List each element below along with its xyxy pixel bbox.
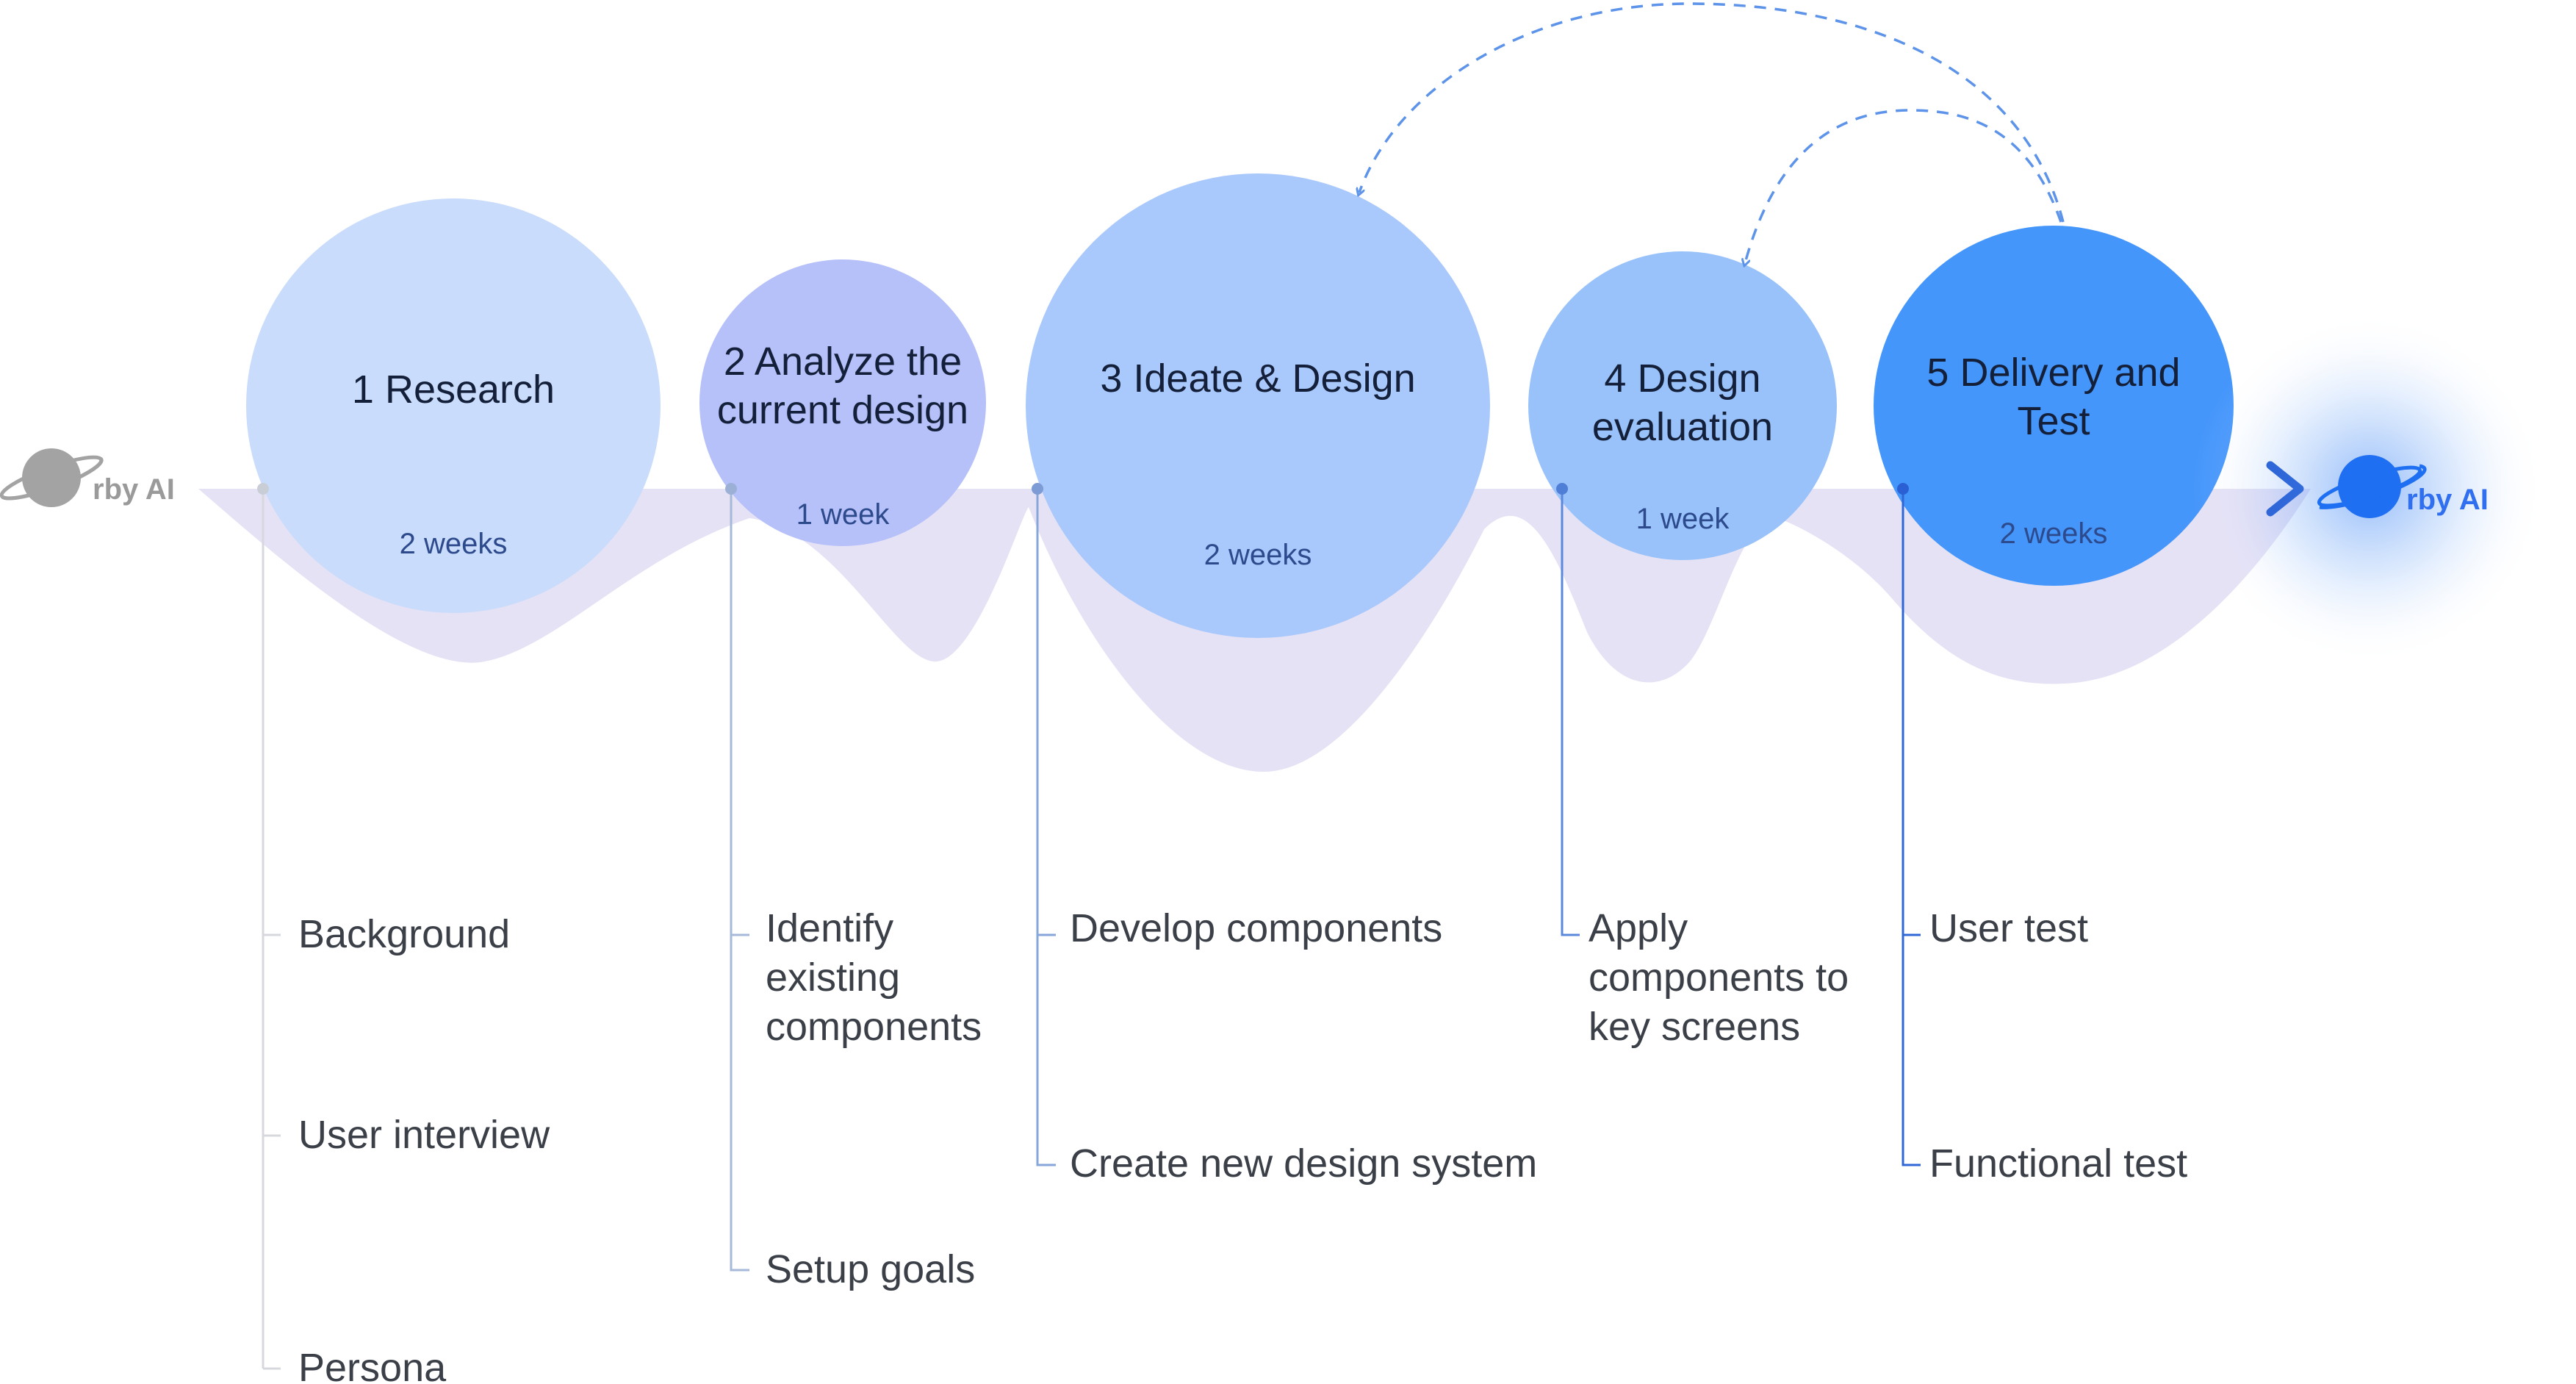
phase-circle-evaluation [1528,251,1837,560]
phase-title-evaluation-line-2: evaluation [1591,405,1774,449]
phase-duration-delivery: 2 weeks [1999,517,2108,550]
planet-end-icon [2317,455,2427,518]
task-functional-test: Functional test [1929,1141,2188,1186]
phase-title-analyze: 2 Analyze the current design [717,337,968,434]
phase-title-ideate: 3 Ideate & Design [1100,356,1416,401]
task-user-interview: User interview [298,1113,550,1157]
phase-duration-ideate: 2 weeks [1204,539,1312,571]
phase-title-delivery-line-2: Test [2017,399,2090,443]
connector-evaluation [1561,489,1580,936]
phase-duration-evaluation: 1 week [1636,503,1730,535]
axis-node-research [257,483,269,495]
connector-ideate [1036,489,1056,1166]
phase-title-analyze-line-2: current design [716,388,969,432]
axis-node-analyze [725,483,737,495]
phase-circle-delivery [1874,226,2234,586]
brand-end-label: rby AI [2406,484,2489,516]
task-develop-components: Develop components [1070,906,1443,950]
phase-duration-analyze: 1 week [796,498,890,531]
phase-title-research: 1 Research [351,367,555,412]
task-identify-existing-components: Identify existing components [766,904,982,1052]
task-identify-line-3: components [766,1005,982,1049]
axis-node-delivery [1897,483,1909,495]
loop-arrow-to-ideate [1359,2,2065,223]
task-persona: Persona [298,1346,447,1384]
phase-circle-analyze [699,259,986,546]
phase-title-evaluation: 4 Design evaluation [1592,354,1773,451]
phase-title-analyze-line-1: 2 Analyze the [723,340,963,384]
task-setup-goals: Setup goals [766,1247,976,1291]
axis-node-ideate [1032,483,1043,495]
task-identify-line-2: existing [766,955,901,1000]
phase-circle-ideate [1026,173,1490,638]
task-create-new-design-system: Create new design system [1070,1141,1538,1186]
brand-start-label: rby AI [93,473,175,506]
task-connectors [262,489,1921,1370]
axis-nodes [257,483,1909,495]
task-background: Background [298,912,511,956]
planet-start-icon [0,448,104,507]
task-apply-line-2: components to [1589,955,1849,1000]
phase-title-evaluation-line-1: 4 Design [1604,356,1761,401]
task-apply-line-3: key screens [1589,1005,1801,1049]
axis-node-evaluation [1556,483,1568,495]
phase-title-delivery: 5 Delivery and Test [1926,348,2180,445]
connector-analyze [730,489,749,1272]
phase-duration-research: 2 weeks [399,528,508,560]
connector-delivery [1902,489,1921,1166]
phase-title-delivery-line-1: 5 Delivery and [1926,351,2181,395]
phase-circle-research [246,198,661,613]
task-apply-components: Apply components to key screens [1589,904,1849,1052]
task-identify-line-1: Identify [766,906,894,950]
task-user-test: User test [1929,906,2089,950]
task-apply-line-1: Apply [1589,906,1688,950]
